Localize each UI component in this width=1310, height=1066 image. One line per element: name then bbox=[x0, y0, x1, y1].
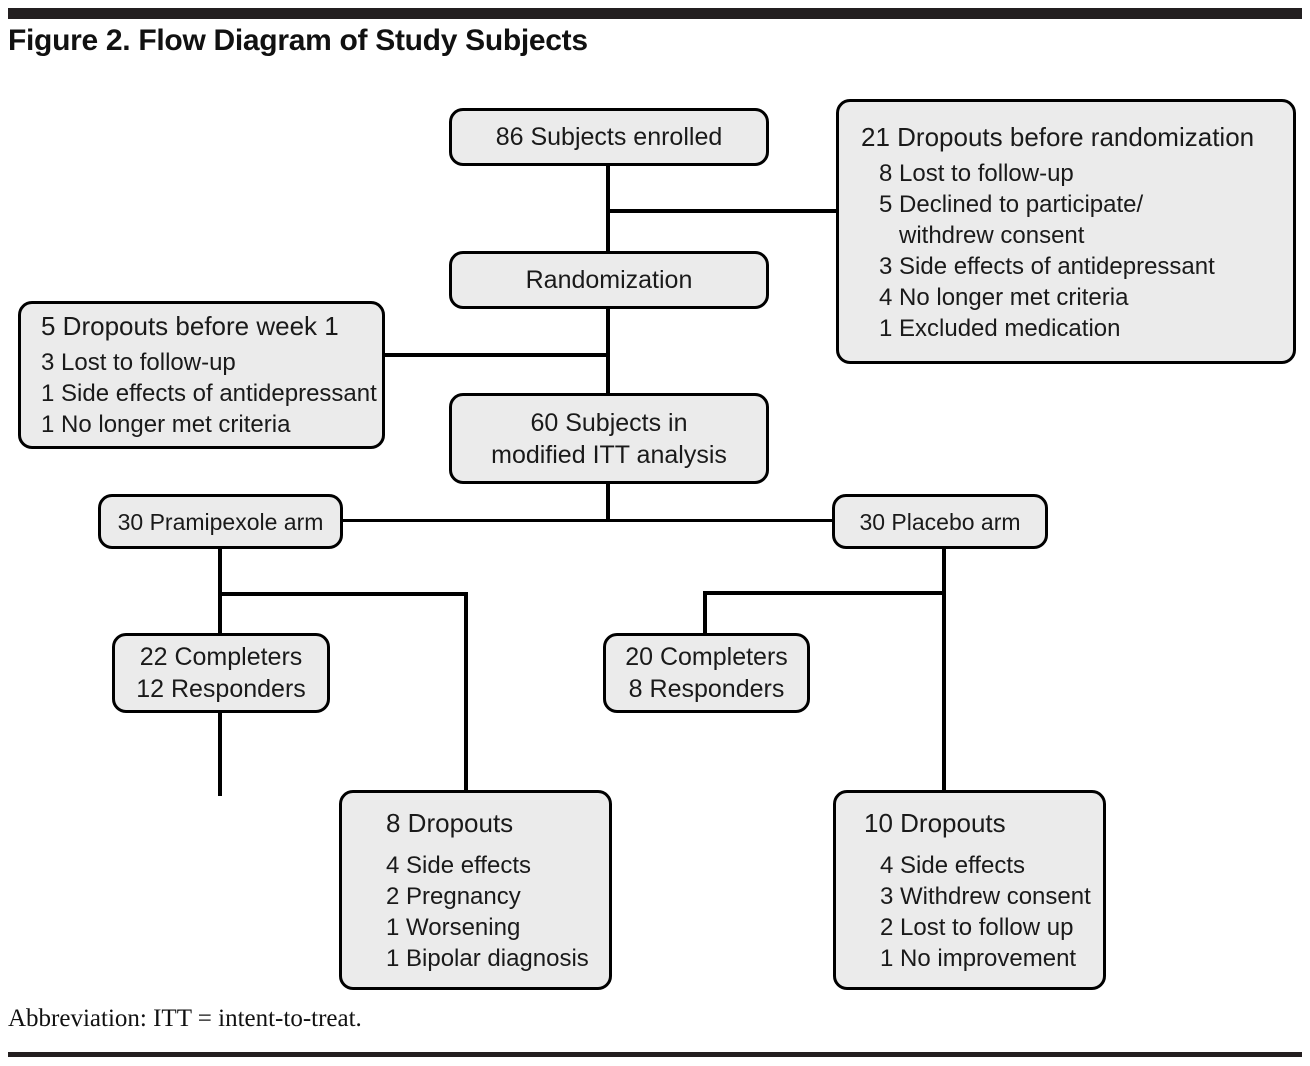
node-itt-analysis[interactable]: 60 Subjects in modified ITT analysis bbox=[449, 393, 769, 484]
node-dropouts-randomization-items: 8 Lost to follow-up 5 Declined to partic… bbox=[861, 158, 1215, 344]
list-item: 1 Excluded medication bbox=[879, 314, 1121, 342]
connector-trunk-to-dropouts-randomization bbox=[606, 209, 838, 213]
connector-placebo-down bbox=[942, 549, 946, 796]
node-enrolled-label: 86 Subjects enrolled bbox=[495, 123, 723, 151]
node-placebo-dropouts-head: 10 Dropouts bbox=[864, 808, 1006, 838]
connector-arms-horizontal bbox=[341, 519, 836, 522]
connector-randomization-to-itt bbox=[606, 308, 610, 393]
node-pramipexole-arm-label: 30 Pramipexole arm bbox=[117, 508, 324, 535]
page-title: Figure 2. Flow Diagram of Study Subjects bbox=[8, 24, 588, 57]
node-randomization[interactable]: Randomization bbox=[449, 251, 769, 309]
list-item: 3 Withdrew consent bbox=[880, 883, 1091, 910]
node-dropouts-before-week1[interactable]: 5 Dropouts before week 1 3 Lost to follo… bbox=[18, 301, 385, 449]
node-placebo-completers-line2: 8 Responders bbox=[628, 675, 785, 703]
list-item: withdrew consent bbox=[879, 221, 1085, 249]
connector-placebo-branch bbox=[703, 591, 946, 595]
connector-pramipexole-branch bbox=[218, 592, 468, 596]
list-item: 2 Lost to follow up bbox=[880, 914, 1074, 941]
list-item: 1 No longer met criteria bbox=[41, 410, 291, 438]
list-item: 1 Side effects of antidepressant bbox=[41, 379, 377, 407]
node-itt-line1: 60 Subjects in bbox=[530, 408, 688, 437]
node-randomization-label: Randomization bbox=[525, 266, 693, 294]
node-pramipexole-completers-line2: 12 Responders bbox=[136, 675, 306, 703]
node-dropouts-week1-items: 3 Lost to follow-up 1 Side effects of an… bbox=[41, 347, 377, 440]
list-item: 2 Pregnancy bbox=[386, 883, 521, 910]
node-pramipexole-dropouts[interactable]: 8 Dropouts 4 Side effects 2 Pregnancy 1 … bbox=[339, 790, 612, 990]
connector-pramipexole-dropouts-down bbox=[464, 592, 468, 796]
list-item: 3 Side effects of antidepressant bbox=[879, 252, 1215, 280]
node-placebo-arm-label: 30 Placebo arm bbox=[859, 508, 1021, 535]
list-item: 5 Declined to participate/ bbox=[879, 190, 1144, 218]
node-placebo-dropouts-items: 4 Side effects 3 Withdrew consent 2 Lost… bbox=[864, 850, 1091, 974]
node-placebo-arm[interactable]: 30 Placebo arm bbox=[832, 494, 1048, 549]
list-item: 4 No longer met criteria bbox=[879, 283, 1129, 311]
list-item: 4 Side effects bbox=[880, 852, 1025, 879]
node-itt-line2: modified ITT analysis bbox=[491, 440, 727, 469]
node-dropouts-randomization-head: 21 Dropouts before randomization bbox=[861, 121, 1255, 152]
node-pramipexole-completers[interactable]: 22 Completers 12 Responders bbox=[112, 633, 330, 713]
list-item: 1 Bipolar diagnosis bbox=[386, 945, 589, 972]
bottom-rule bbox=[8, 1052, 1302, 1057]
figure-note: Abbreviation: ITT = intent-to-treat. bbox=[8, 1005, 362, 1032]
connector-enrolled-to-randomization bbox=[606, 166, 610, 251]
list-item: 1 No improvement bbox=[880, 945, 1077, 972]
connector-itt-to-arms bbox=[606, 484, 610, 522]
node-dropouts-week1-head: 5 Dropouts before week 1 bbox=[41, 310, 339, 341]
node-enrolled[interactable]: 86 Subjects enrolled bbox=[449, 108, 769, 166]
node-placebo-completers[interactable]: 20 Completers 8 Responders bbox=[603, 633, 810, 713]
connector-placebo-completers-down bbox=[703, 591, 707, 635]
node-placebo-dropouts[interactable]: 10 Dropouts 4 Side effects 3 Withdrew co… bbox=[833, 790, 1106, 990]
list-item: 4 Side effects bbox=[386, 852, 531, 879]
top-rule bbox=[8, 8, 1302, 19]
node-placebo-completers-line1: 20 Completers bbox=[625, 643, 788, 671]
node-pramipexole-arm[interactable]: 30 Pramipexole arm bbox=[98, 494, 343, 549]
node-pramipexole-dropouts-items: 4 Side effects 2 Pregnancy 1 Worsening 1… bbox=[386, 850, 589, 974]
node-pramipexole-completers-line1: 22 Completers bbox=[139, 643, 303, 671]
list-item: 3 Lost to follow-up bbox=[41, 348, 236, 376]
list-item: 1 Worsening bbox=[386, 914, 521, 941]
node-pramipexole-dropouts-head: 8 Dropouts bbox=[386, 808, 514, 838]
node-dropouts-before-randomization[interactable]: 21 Dropouts before randomization 8 Lost … bbox=[836, 99, 1296, 364]
connector-trunk-to-dropouts-week1 bbox=[383, 353, 610, 357]
list-item: 8 Lost to follow-up bbox=[879, 159, 1074, 187]
